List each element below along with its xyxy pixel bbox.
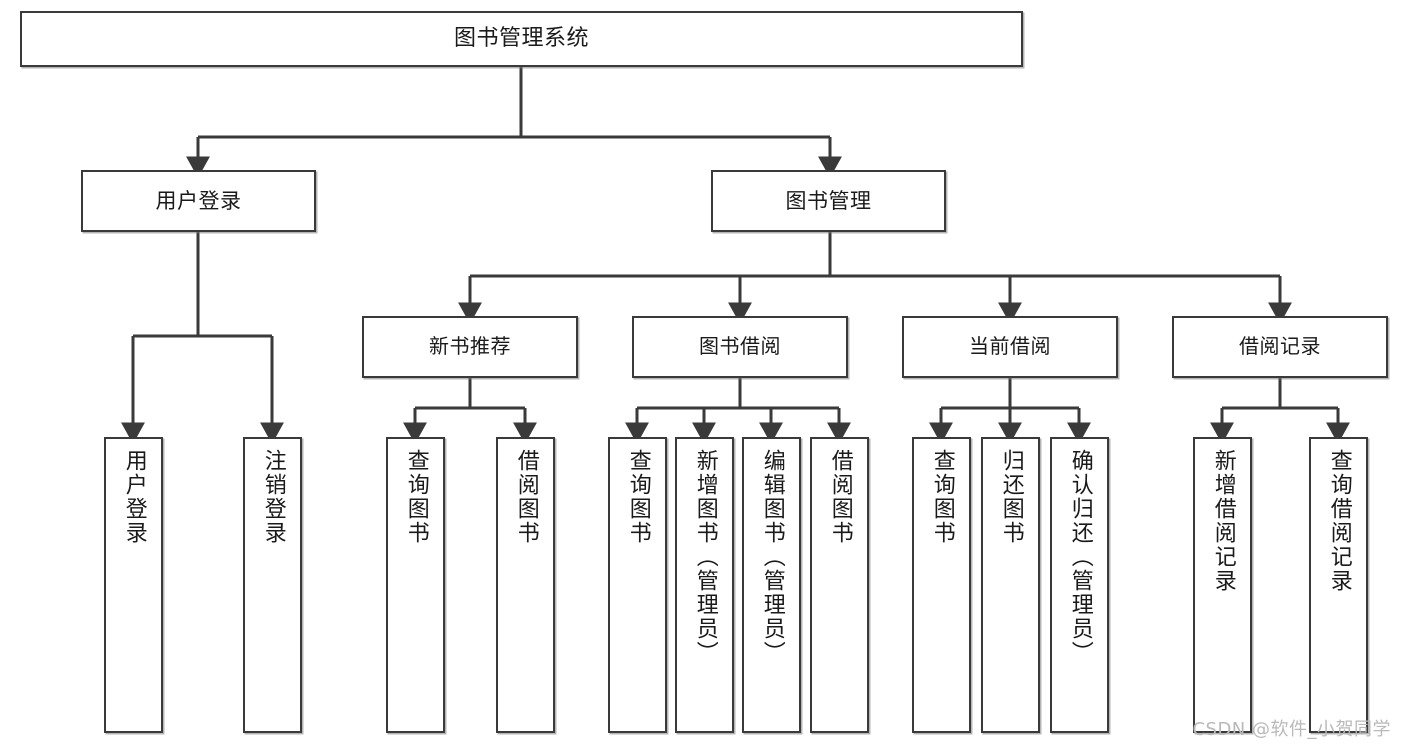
node-book-borrow[interactable]: 图书借阅	[632, 316, 848, 378]
node-label: 图书管理系统	[453, 26, 589, 52]
node-label: 图书借阅	[699, 334, 781, 359]
leaf-current-borrow-return-book[interactable]: 归还图书	[981, 437, 1040, 733]
node-label: 新增图书（管理员）	[692, 449, 718, 665]
node-new-book-recommend[interactable]: 新书推荐	[362, 316, 578, 378]
node-label: 新书推荐	[429, 334, 511, 359]
node-label: 新增借阅记录	[1210, 449, 1236, 593]
node-user-login[interactable]: 用户登录	[81, 170, 316, 232]
leaf-current-borrow-query-book[interactable]: 查询图书	[912, 437, 971, 733]
leaf-new-book-query-book[interactable]: 查询图书	[386, 437, 445, 733]
leaf-book-borrow-borrow-book[interactable]: 借阅图书	[810, 437, 869, 733]
csdn-watermark: CSDN @软件_小贺同学	[1192, 719, 1391, 740]
node-label: 查询图书	[403, 449, 429, 545]
node-label: 当前借阅	[969, 334, 1051, 359]
node-label: 归还图书	[998, 449, 1024, 545]
node-label: 确认归还（管理员）	[1067, 449, 1093, 665]
node-current-borrow[interactable]: 当前借阅	[902, 316, 1118, 378]
node-label: 借阅记录	[1239, 334, 1321, 359]
node-label: 借阅图书	[513, 449, 539, 545]
leaf-user-login-login[interactable]: 用户登录	[104, 437, 163, 733]
node-label: 编辑图书（管理员）	[759, 449, 785, 665]
leaf-current-borrow-confirm-return-admin[interactable]: 确认归还（管理员）	[1050, 437, 1109, 733]
node-label: 查询图书	[929, 449, 955, 545]
node-label: 查询图书	[625, 449, 651, 545]
node-borrow-record[interactable]: 借阅记录	[1172, 316, 1388, 378]
node-label: 查询借阅记录	[1326, 449, 1352, 593]
node-book-management[interactable]: 图书管理	[711, 170, 946, 232]
leaf-borrow-record-add-record[interactable]: 新增借阅记录	[1193, 437, 1252, 733]
node-label: 图书管理	[785, 188, 872, 213]
leaf-book-borrow-add-book-admin[interactable]: 新增图书（管理员）	[675, 437, 734, 733]
leaf-book-borrow-edit-book-admin[interactable]: 编辑图书（管理员）	[742, 437, 801, 733]
leaf-user-login-logout[interactable]: 注销登录	[243, 437, 302, 733]
node-label: 注销登录	[260, 449, 286, 545]
leaf-book-borrow-query-book[interactable]: 查询图书	[608, 437, 667, 733]
node-label: 借阅图书	[827, 449, 853, 545]
node-label: 用户登录	[121, 449, 147, 545]
node-label: 用户登录	[155, 188, 242, 213]
node-root-book-management-system[interactable]: 图书管理系统	[20, 11, 1023, 67]
leaf-borrow-record-query-record[interactable]: 查询借阅记录	[1309, 437, 1368, 733]
leaf-new-book-borrow-book[interactable]: 借阅图书	[496, 437, 555, 733]
